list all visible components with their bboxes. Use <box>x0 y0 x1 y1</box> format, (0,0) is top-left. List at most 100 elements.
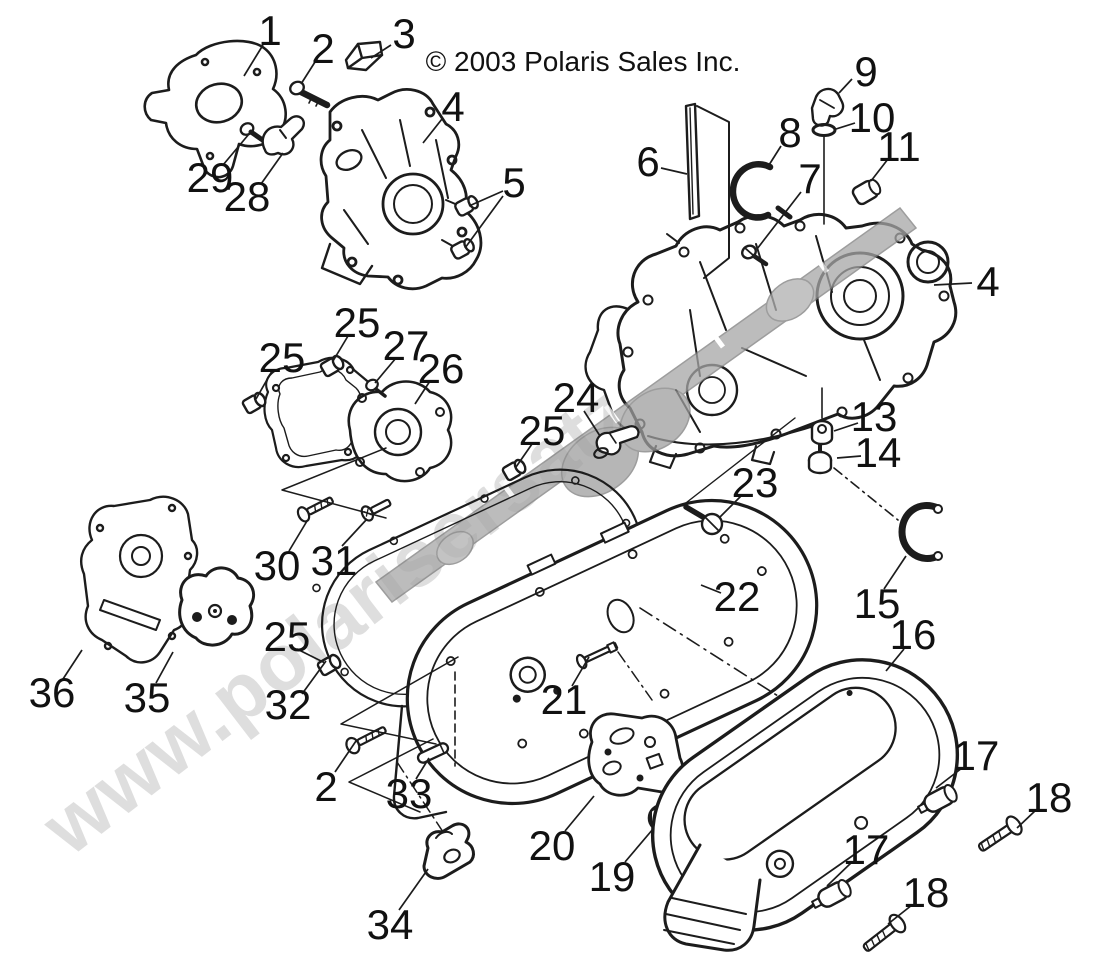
part-bolt-14 <box>807 443 833 475</box>
callout-leader-5 <box>464 195 504 249</box>
callout-leader-8 <box>768 145 782 166</box>
callout-label-15: 15 <box>854 580 901 627</box>
callout-label-25: 25 <box>334 299 381 346</box>
part-circlip-15 <box>898 502 943 562</box>
part-outer-cover-16 <box>650 658 960 952</box>
part-plug-11 <box>851 178 882 206</box>
callout-label-13: 13 <box>851 393 898 440</box>
callout-leader-6 <box>660 167 688 175</box>
callout-leader-9 <box>838 78 853 94</box>
callout-label-17: 17 <box>953 732 1000 779</box>
callout-label-31: 31 <box>311 537 358 584</box>
part-bolt-2-top <box>289 80 331 109</box>
callout-leader-33 <box>415 757 430 780</box>
callout-leader-18 <box>1016 809 1037 829</box>
part-bolt-21 <box>575 641 653 701</box>
callout-leader-28 <box>260 152 284 185</box>
callout-leader-7 <box>756 191 802 250</box>
callout-leader-27 <box>374 357 397 384</box>
part-gasket-27-area <box>263 356 375 469</box>
callout-leader-30 <box>288 520 308 552</box>
part-stator-gasket-1 <box>143 39 287 179</box>
callout-leader-3 <box>370 44 392 59</box>
callout-leader-26 <box>414 380 431 405</box>
axis-dash-line-16 <box>639 607 779 697</box>
part-pump-cover-26 <box>347 380 453 483</box>
callout-leader-19 <box>624 828 654 863</box>
callout-label-28: 28 <box>224 173 271 220</box>
callout-leader-25 <box>515 443 533 468</box>
axis-dash-line-15 <box>833 467 899 521</box>
projection-chevron-left <box>281 447 387 519</box>
callout-leader-25 <box>296 648 326 664</box>
callout-label-36: 36 <box>29 669 76 716</box>
part-bolt-31 <box>360 498 392 522</box>
callout-label-9: 9 <box>854 48 877 95</box>
callout-leader-4 <box>933 282 973 286</box>
callout-leader-10 <box>835 122 856 130</box>
callout-label-7: 7 <box>798 155 821 202</box>
callout-label-30: 30 <box>254 542 301 589</box>
callout-label-25: 25 <box>519 407 566 454</box>
callout-label-6: 6 <box>636 138 659 185</box>
callout-label-2: 2 <box>314 763 337 810</box>
callout-label-11: 11 <box>877 123 921 170</box>
callout-label-35: 35 <box>124 674 171 721</box>
part-baffle-plate-35 <box>178 566 255 647</box>
part-screws-18 <box>862 815 1023 952</box>
callout-leader-24 <box>583 410 601 437</box>
part-screw-7 <box>741 244 769 267</box>
callout-label-5: 5 <box>502 159 525 206</box>
copyright-text: © 2003 Polaris Sales Inc. <box>426 46 741 77</box>
callout-label-2: 2 <box>311 25 334 72</box>
part-breather-fitting-9 <box>810 87 845 127</box>
callout-label-33: 33 <box>386 770 433 817</box>
axis-dash-line-34 <box>396 761 448 839</box>
callout-label-3: 3 <box>392 10 415 57</box>
projection-chevron-bolt2 <box>340 656 459 745</box>
callout-label-4: 4 <box>441 83 464 130</box>
callout-leader-25 <box>332 335 349 362</box>
callout-leader-17 <box>935 767 963 789</box>
part-case-gasket-36 <box>80 495 199 664</box>
callout-label-24: 24 <box>553 374 600 421</box>
part-nut-13 <box>810 387 834 446</box>
callout-label-34: 34 <box>367 901 414 948</box>
callout-label-1: 1 <box>258 7 281 54</box>
callout-label-22: 22 <box>714 573 761 620</box>
part-bolt-23 <box>681 417 796 536</box>
part-clip-28 <box>261 115 305 156</box>
part-shoulder-bolts-17 <box>811 784 958 909</box>
part-bolt-30 <box>296 496 334 523</box>
callout-leader-34 <box>398 868 429 911</box>
projection-chevron-pin33 <box>348 738 434 813</box>
callout-label-27: 27 <box>383 322 430 369</box>
callout-label-18: 18 <box>1026 774 1073 821</box>
callout-leader-18 <box>887 904 913 925</box>
part-cap-3 <box>344 40 384 72</box>
callout-leader-36 <box>62 649 83 680</box>
callout-leader-13 <box>833 422 859 432</box>
callout-label-10: 10 <box>849 94 896 141</box>
callout-leader-29 <box>222 133 250 166</box>
callout-leader-17 <box>826 861 853 887</box>
callout-label-17: 17 <box>843 826 890 873</box>
callout-leader-16 <box>885 648 905 672</box>
callout-label-8: 8 <box>778 109 801 156</box>
callout-leader-2 <box>334 740 357 773</box>
callout-label-19: 19 <box>589 853 636 900</box>
callout-label-25: 25 <box>264 613 311 660</box>
callout-label-18: 18 <box>903 869 950 916</box>
callout-leader-32 <box>301 660 327 695</box>
callout-leader-31 <box>341 518 368 547</box>
callout-leader-35 <box>155 651 174 684</box>
part-vent-hose-24 <box>593 425 640 459</box>
part-bracket-34 <box>422 822 475 880</box>
callout-leader-5 <box>468 190 504 207</box>
callout-leader-2 <box>300 61 316 85</box>
callout-leader-1 <box>243 44 264 77</box>
callout-leader-23 <box>718 494 743 519</box>
callout-leader-15 <box>883 555 907 590</box>
